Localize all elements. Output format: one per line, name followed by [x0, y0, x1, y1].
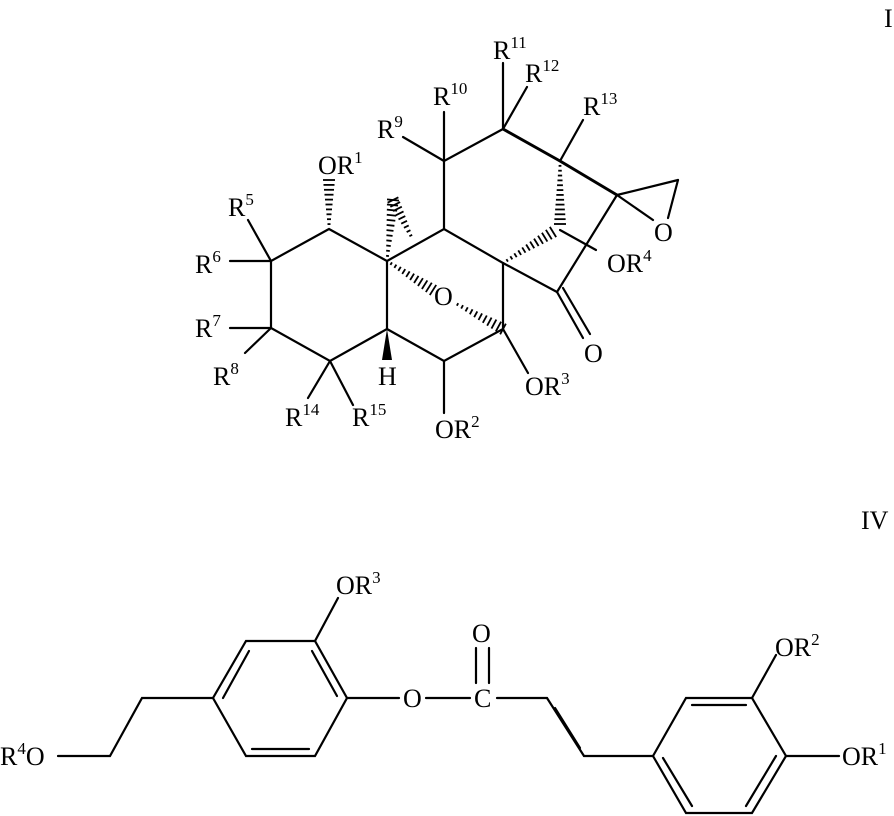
r13-label: R13	[583, 89, 617, 121]
formula-iv-bonds	[58, 598, 839, 813]
or1-label: OR1	[318, 148, 363, 180]
or1-label: OR1	[842, 739, 887, 771]
or2-label: OR2	[775, 630, 820, 662]
r7-label: R7	[195, 311, 221, 343]
formula-i-bonds	[230, 63, 678, 413]
formula-iv-label: IV	[861, 506, 889, 535]
r10-label: R10	[433, 79, 467, 111]
epoxide-oxygen-label: O	[654, 218, 673, 247]
r12-label: R12	[525, 56, 559, 88]
r6-label: R6	[195, 247, 221, 279]
hashed-bond	[457, 303, 506, 334]
formula-i-structure: I	[195, 4, 893, 444]
or4-label: OR4	[607, 246, 652, 278]
hashed-bond	[554, 166, 566, 224]
formula-iv-structure: IV R4O OR3 O C O OR2	[0, 506, 889, 813]
or3-label: OR3	[525, 369, 570, 401]
r11-label: R11	[493, 33, 527, 65]
r8-label: R8	[213, 359, 239, 391]
r5-label: R5	[228, 190, 254, 222]
carbonyl-carbon-label: C	[474, 684, 491, 713]
r4o-label: R4O	[0, 739, 45, 771]
carbonyl-oxygen-label: O	[472, 619, 491, 648]
h-label: H	[378, 362, 397, 391]
formula-i-label: I	[884, 4, 893, 33]
hashed-bond	[390, 262, 436, 295]
r15-label: R15	[352, 400, 386, 432]
or3-label: OR3	[336, 568, 381, 600]
bridge-oxygen-label: O	[434, 282, 453, 311]
r14-label: R14	[285, 400, 320, 432]
carbonyl-oxygen-label: O	[584, 339, 603, 368]
or2-label: OR2	[435, 412, 480, 444]
ester-oxygen-label: O	[403, 684, 422, 713]
hashed-bond	[386, 199, 399, 256]
hashed-bond	[323, 180, 335, 224]
hashed-bond	[506, 227, 556, 262]
r9-label: R9	[377, 112, 403, 144]
